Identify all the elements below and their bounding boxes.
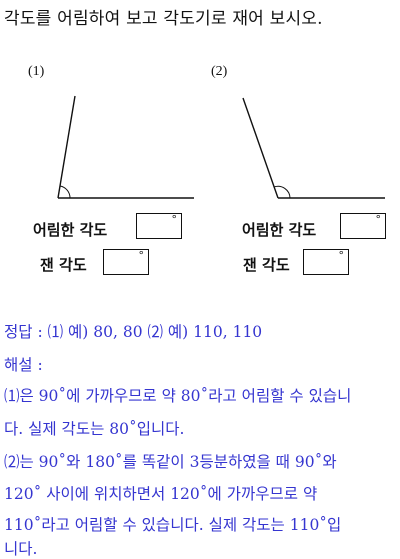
- degree-symbol: °: [138, 249, 145, 262]
- question-title: 각도를 어림하여 보고 각도기로 재어 보시오.: [4, 9, 323, 29]
- degree-symbol: °: [338, 249, 345, 262]
- explanation-line-3: ⑵는 90˚와 180˚를 똑같이 3등분하였을 때 90˚와: [4, 453, 337, 471]
- measured-label-1: 잰 각도: [40, 256, 87, 274]
- estimate-label-1: 어림한 각도: [33, 221, 108, 239]
- measured-input-box-2[interactable]: °: [303, 249, 349, 275]
- angle-figure-1: [57, 95, 194, 199]
- measured-label-2: 잰 각도: [243, 256, 290, 274]
- angle-figures: [57, 95, 385, 199]
- estimate-input-box-2[interactable]: °: [340, 213, 386, 239]
- degree-symbol: °: [171, 213, 178, 226]
- estimate-label-2: 어림한 각도: [242, 221, 317, 239]
- explanation-heading: 해설 :: [4, 356, 43, 374]
- angle-2-arc: [273, 185, 291, 199]
- figure-2-number: (2): [211, 64, 228, 79]
- explanation-line-1: ⑴은 90˚에 가까우므로 약 80˚라고 어림할 수 있습니: [4, 387, 352, 405]
- figure-1-number: (1): [28, 64, 45, 79]
- degree-symbol: °: [375, 213, 382, 226]
- explanation-line-2: 다. 실제 각도는 80˚입니다.: [4, 420, 185, 438]
- explanation-line-4: 120˚ 사이에 위치하면서 120˚에 가까우므로 약: [4, 485, 318, 503]
- angle-1-ray-vertical: [57, 95, 76, 199]
- answer-line: 정답 : ⑴ 예) 80, 80 ⑵ 예) 110, 110: [4, 323, 263, 341]
- estimate-input-box-1[interactable]: °: [136, 213, 182, 239]
- angle-2-ray-slanted: [242, 97, 279, 199]
- explanation-line-6: 니다.: [4, 540, 38, 558]
- explanation-line-5: 110˚라고 어림할 수 있습니다. 실제 각도는 110˚입: [4, 516, 342, 534]
- measured-input-box-1[interactable]: °: [103, 249, 149, 275]
- angle-figure-2: [242, 97, 385, 199]
- angle-1-arc: [59, 185, 71, 199]
